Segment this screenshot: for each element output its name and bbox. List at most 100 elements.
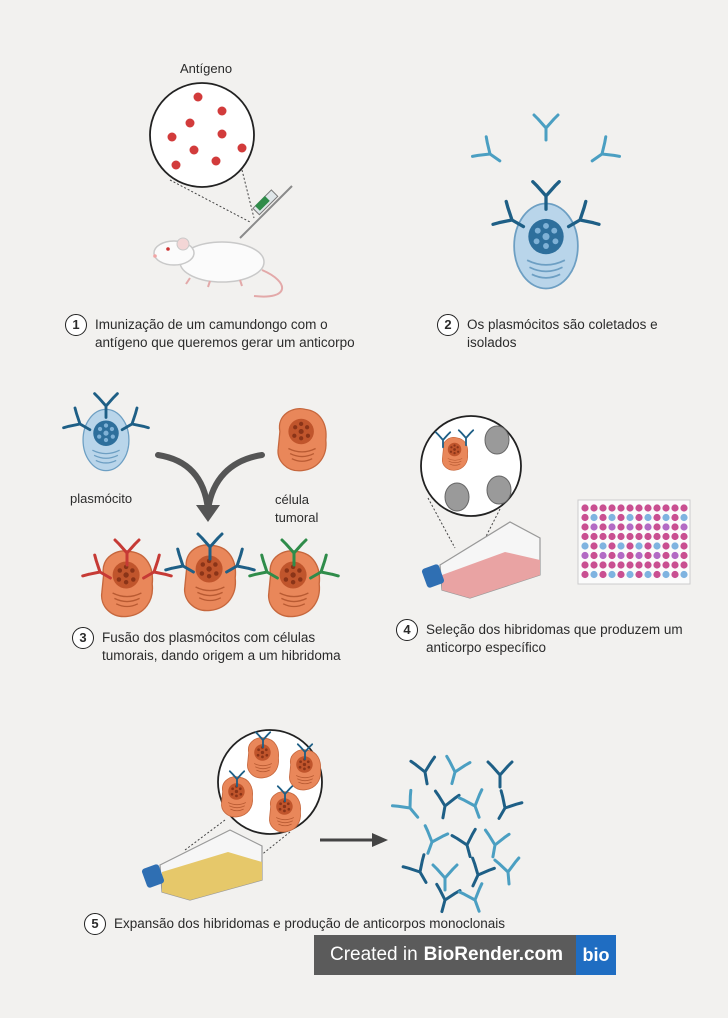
well: [617, 570, 625, 579]
tumor-cell-icon: [277, 408, 327, 472]
well: [662, 542, 670, 550]
step-text: Fusão dos plasmócitos com células tumora…: [102, 630, 341, 663]
well: [671, 513, 679, 522]
well: [635, 504, 643, 512]
well: [617, 551, 625, 560]
well: [662, 504, 670, 512]
antibody-icon: [390, 788, 429, 827]
well: [581, 561, 589, 569]
well: [635, 513, 643, 522]
well: [653, 504, 661, 512]
selected-cells: [434, 425, 512, 512]
monoclonal-antibodies: [390, 754, 524, 917]
antibody-icon: [486, 760, 514, 789]
well: [671, 504, 679, 512]
step-1: 1 Imunização de um camundongo com o antí…: [65, 314, 365, 352]
step-number: 1: [65, 314, 87, 336]
antigen-dots: [167, 92, 247, 170]
merge-arrows: [155, 452, 265, 513]
well: [635, 570, 643, 579]
well: [671, 523, 679, 531]
well: [590, 532, 598, 541]
biorender-logo-icon: bio: [576, 935, 616, 975]
well: [671, 570, 679, 579]
well: [581, 551, 589, 560]
well: [608, 570, 616, 579]
well: [581, 504, 589, 512]
well: [635, 561, 643, 569]
well: [680, 504, 688, 512]
hybridoma-icon: [81, 538, 173, 618]
well: [653, 551, 661, 560]
well: [617, 513, 625, 522]
well: [644, 570, 652, 579]
well: [617, 542, 625, 550]
well: [617, 532, 625, 541]
badge-brand: BioRender.com: [423, 944, 564, 965]
well: [590, 504, 598, 512]
badge-prefix: Created in: [330, 944, 418, 965]
well: [680, 513, 688, 522]
well: [644, 551, 652, 560]
well: [608, 542, 616, 550]
well: [599, 513, 607, 522]
well: [608, 513, 616, 522]
well: [590, 542, 598, 550]
step-5: 5 Expansão dos hibridomas e produção de …: [84, 913, 564, 935]
well: [590, 561, 598, 569]
well: [590, 570, 598, 579]
antibody-icon: [479, 828, 511, 861]
syringe-icon: [239, 185, 293, 239]
antibody-icon: [409, 755, 441, 788]
plasma-cell-icon: [513, 202, 579, 290]
well-plate-icon: [577, 499, 691, 585]
well: [581, 542, 589, 550]
well: [617, 523, 625, 531]
culture-flask-icon: [141, 829, 263, 901]
antibody-icon: [401, 853, 438, 890]
well: [644, 513, 652, 522]
antigen-label: Antígeno: [180, 61, 233, 76]
well: [635, 532, 643, 541]
well: [617, 504, 625, 512]
free-antibodies-top: [470, 113, 622, 173]
well: [671, 551, 679, 560]
well: [635, 523, 643, 531]
step-number: 3: [72, 627, 94, 649]
well: [626, 551, 634, 560]
well: [599, 551, 607, 560]
well: [608, 551, 616, 560]
step-number: 4: [396, 619, 418, 641]
well: [671, 561, 679, 569]
well: [653, 532, 661, 541]
hybridoma-icon: [248, 538, 340, 618]
well: [653, 523, 661, 531]
well: [599, 523, 607, 531]
well: [608, 532, 616, 541]
well: [653, 570, 661, 579]
well: [590, 513, 598, 522]
well: [635, 542, 643, 550]
well: [590, 523, 598, 531]
well: [581, 532, 589, 541]
well: [590, 551, 598, 560]
well: [680, 561, 688, 569]
well: [680, 542, 688, 550]
well: [680, 570, 688, 579]
biorender-badge[interactable]: Created in BioRender.com bio: [314, 935, 616, 975]
step-3: 3 Fusão dos plasmócitos com células tumo…: [72, 627, 342, 665]
well: [653, 561, 661, 569]
plasma-cell-label: plasmócito: [70, 491, 133, 506]
well: [626, 542, 634, 550]
step-text: Imunização de um camundongo com o antíge…: [95, 317, 355, 350]
well: [680, 523, 688, 531]
well: [608, 523, 616, 531]
well: [626, 523, 634, 531]
antibody-icon: [457, 788, 492, 823]
antibody-icon: [457, 882, 492, 917]
antibody-icon: [487, 789, 524, 826]
antibody-icon: [493, 856, 523, 887]
step-2: 2 Os plasmócitos são coletados e isolado…: [437, 314, 682, 352]
antibody-icon: [450, 827, 484, 862]
